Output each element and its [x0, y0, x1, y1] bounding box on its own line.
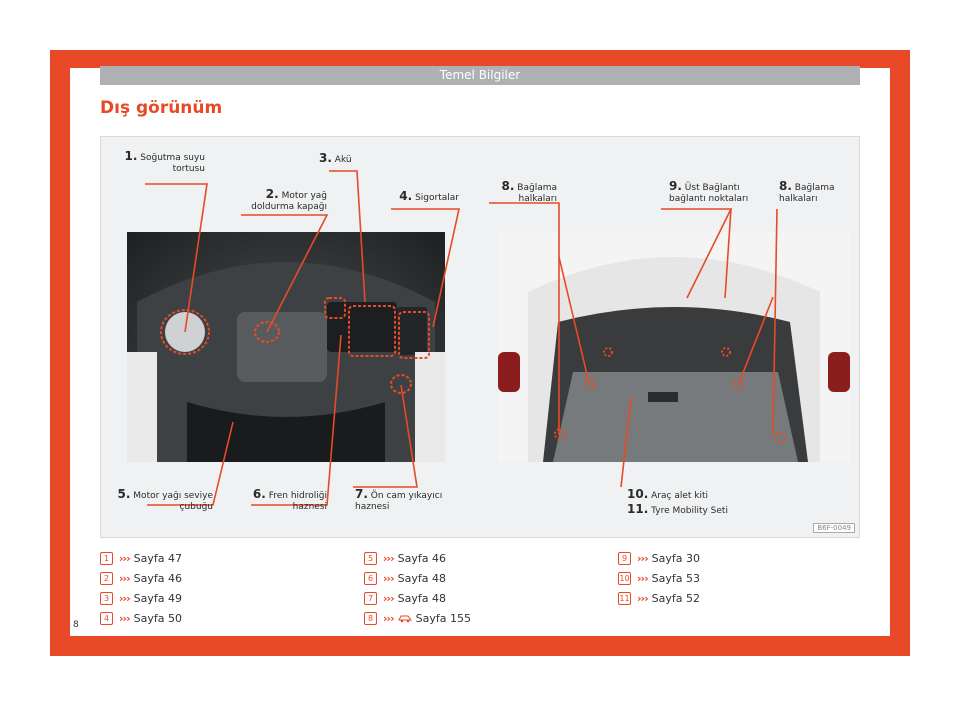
vehicle-figure: 1. Soğutma suyu tortusu 2. Motor yağ dol…	[100, 136, 860, 538]
reference-item: 4 ››› Sayfa 50	[100, 608, 182, 628]
reference-item: 11 ››› Sayfa 52	[618, 591, 700, 605]
reference-item: 7 ››› Sayfa 48	[364, 588, 471, 608]
reference-item: 1 ››› Sayfa 47	[100, 548, 182, 568]
callout-washer-fluid: 7. Ön cam yıkayıcı haznesi	[355, 487, 443, 513]
car-tool-icon	[397, 615, 412, 623]
callout-oil-dipstick: 5. Motor yağı seviye çubuğu	[117, 487, 214, 513]
reference-link[interactable]: Sayfa 49	[133, 591, 182, 605]
reference-item: 9 ››› Sayfa 30	[618, 548, 700, 568]
reference-item: 8 ››› Sayfa 155	[364, 608, 471, 628]
section-header: Temel Bilgiler	[100, 66, 860, 85]
reference-link[interactable]: Sayfa 46	[133, 571, 182, 585]
callout-top-tether-points: 9. Üst Bağlantı bağlantı noktaları	[669, 179, 749, 205]
callout-lashing-eyes-left: 8. Bağlama halkaları	[501, 179, 558, 205]
reference-column-1: 1 ››› Sayfa 47 2 ››› Sayfa 46 3 ››› Sayf…	[100, 548, 182, 628]
reference-link[interactable]: Sayfa 50	[133, 611, 182, 625]
callout-brake-fluid: 6. Fren hidroliği haznesi	[252, 487, 327, 513]
trunk-photo	[498, 232, 850, 462]
reference-link[interactable]: Sayfa 47	[133, 551, 182, 565]
reference-column-3: 9 ››› Sayfa 30 10 ››› Sayfa 53 11 ››› Sa…	[618, 548, 700, 608]
callout-oil-filler-cap: 2. Motor yağ doldurma kapağı	[251, 187, 327, 213]
callout-fuses: 4. Sigortalar	[399, 189, 459, 203]
reference-item: 6 ››› Sayfa 48	[364, 568, 471, 588]
callout-coolant-reservoir: 1. Soğutma suyu tortusu	[124, 149, 205, 175]
reference-link[interactable]: Sayfa 53	[651, 571, 700, 585]
reference-link[interactable]: Sayfa 30	[651, 551, 700, 565]
engine-bay-photo	[127, 232, 445, 462]
reference-item: 3 ››› Sayfa 49	[100, 588, 182, 608]
page-number: 8	[73, 620, 79, 630]
figure-code: B6F-0049	[813, 523, 855, 533]
reference-column-2: 5 ››› Sayfa 46 6 ››› Sayfa 48 7 ››› Sayf…	[364, 548, 471, 628]
reference-item: 10 ››› Sayfa 53	[618, 571, 700, 585]
reference-link[interactable]: Sayfa 48	[397, 591, 446, 605]
page-title: Dış görünüm	[100, 98, 223, 118]
reference-item: 5 ››› Sayfa 46	[364, 548, 471, 568]
callout-battery: 3. Akü	[319, 151, 352, 165]
callout-tool-kit: 10. Araç alet kiti 11. Tyre Mobility Set…	[627, 487, 728, 517]
reference-link[interactable]: Sayfa 46	[397, 551, 446, 565]
reference-link[interactable]: Sayfa 155	[415, 611, 471, 625]
reference-link[interactable]: Sayfa 52	[651, 591, 700, 605]
callout-lashing-eyes-right: 8. Bağlama halkaları	[779, 179, 835, 205]
reference-item: 2 ››› Sayfa 46	[100, 568, 182, 588]
reference-link[interactable]: Sayfa 48	[397, 571, 446, 585]
